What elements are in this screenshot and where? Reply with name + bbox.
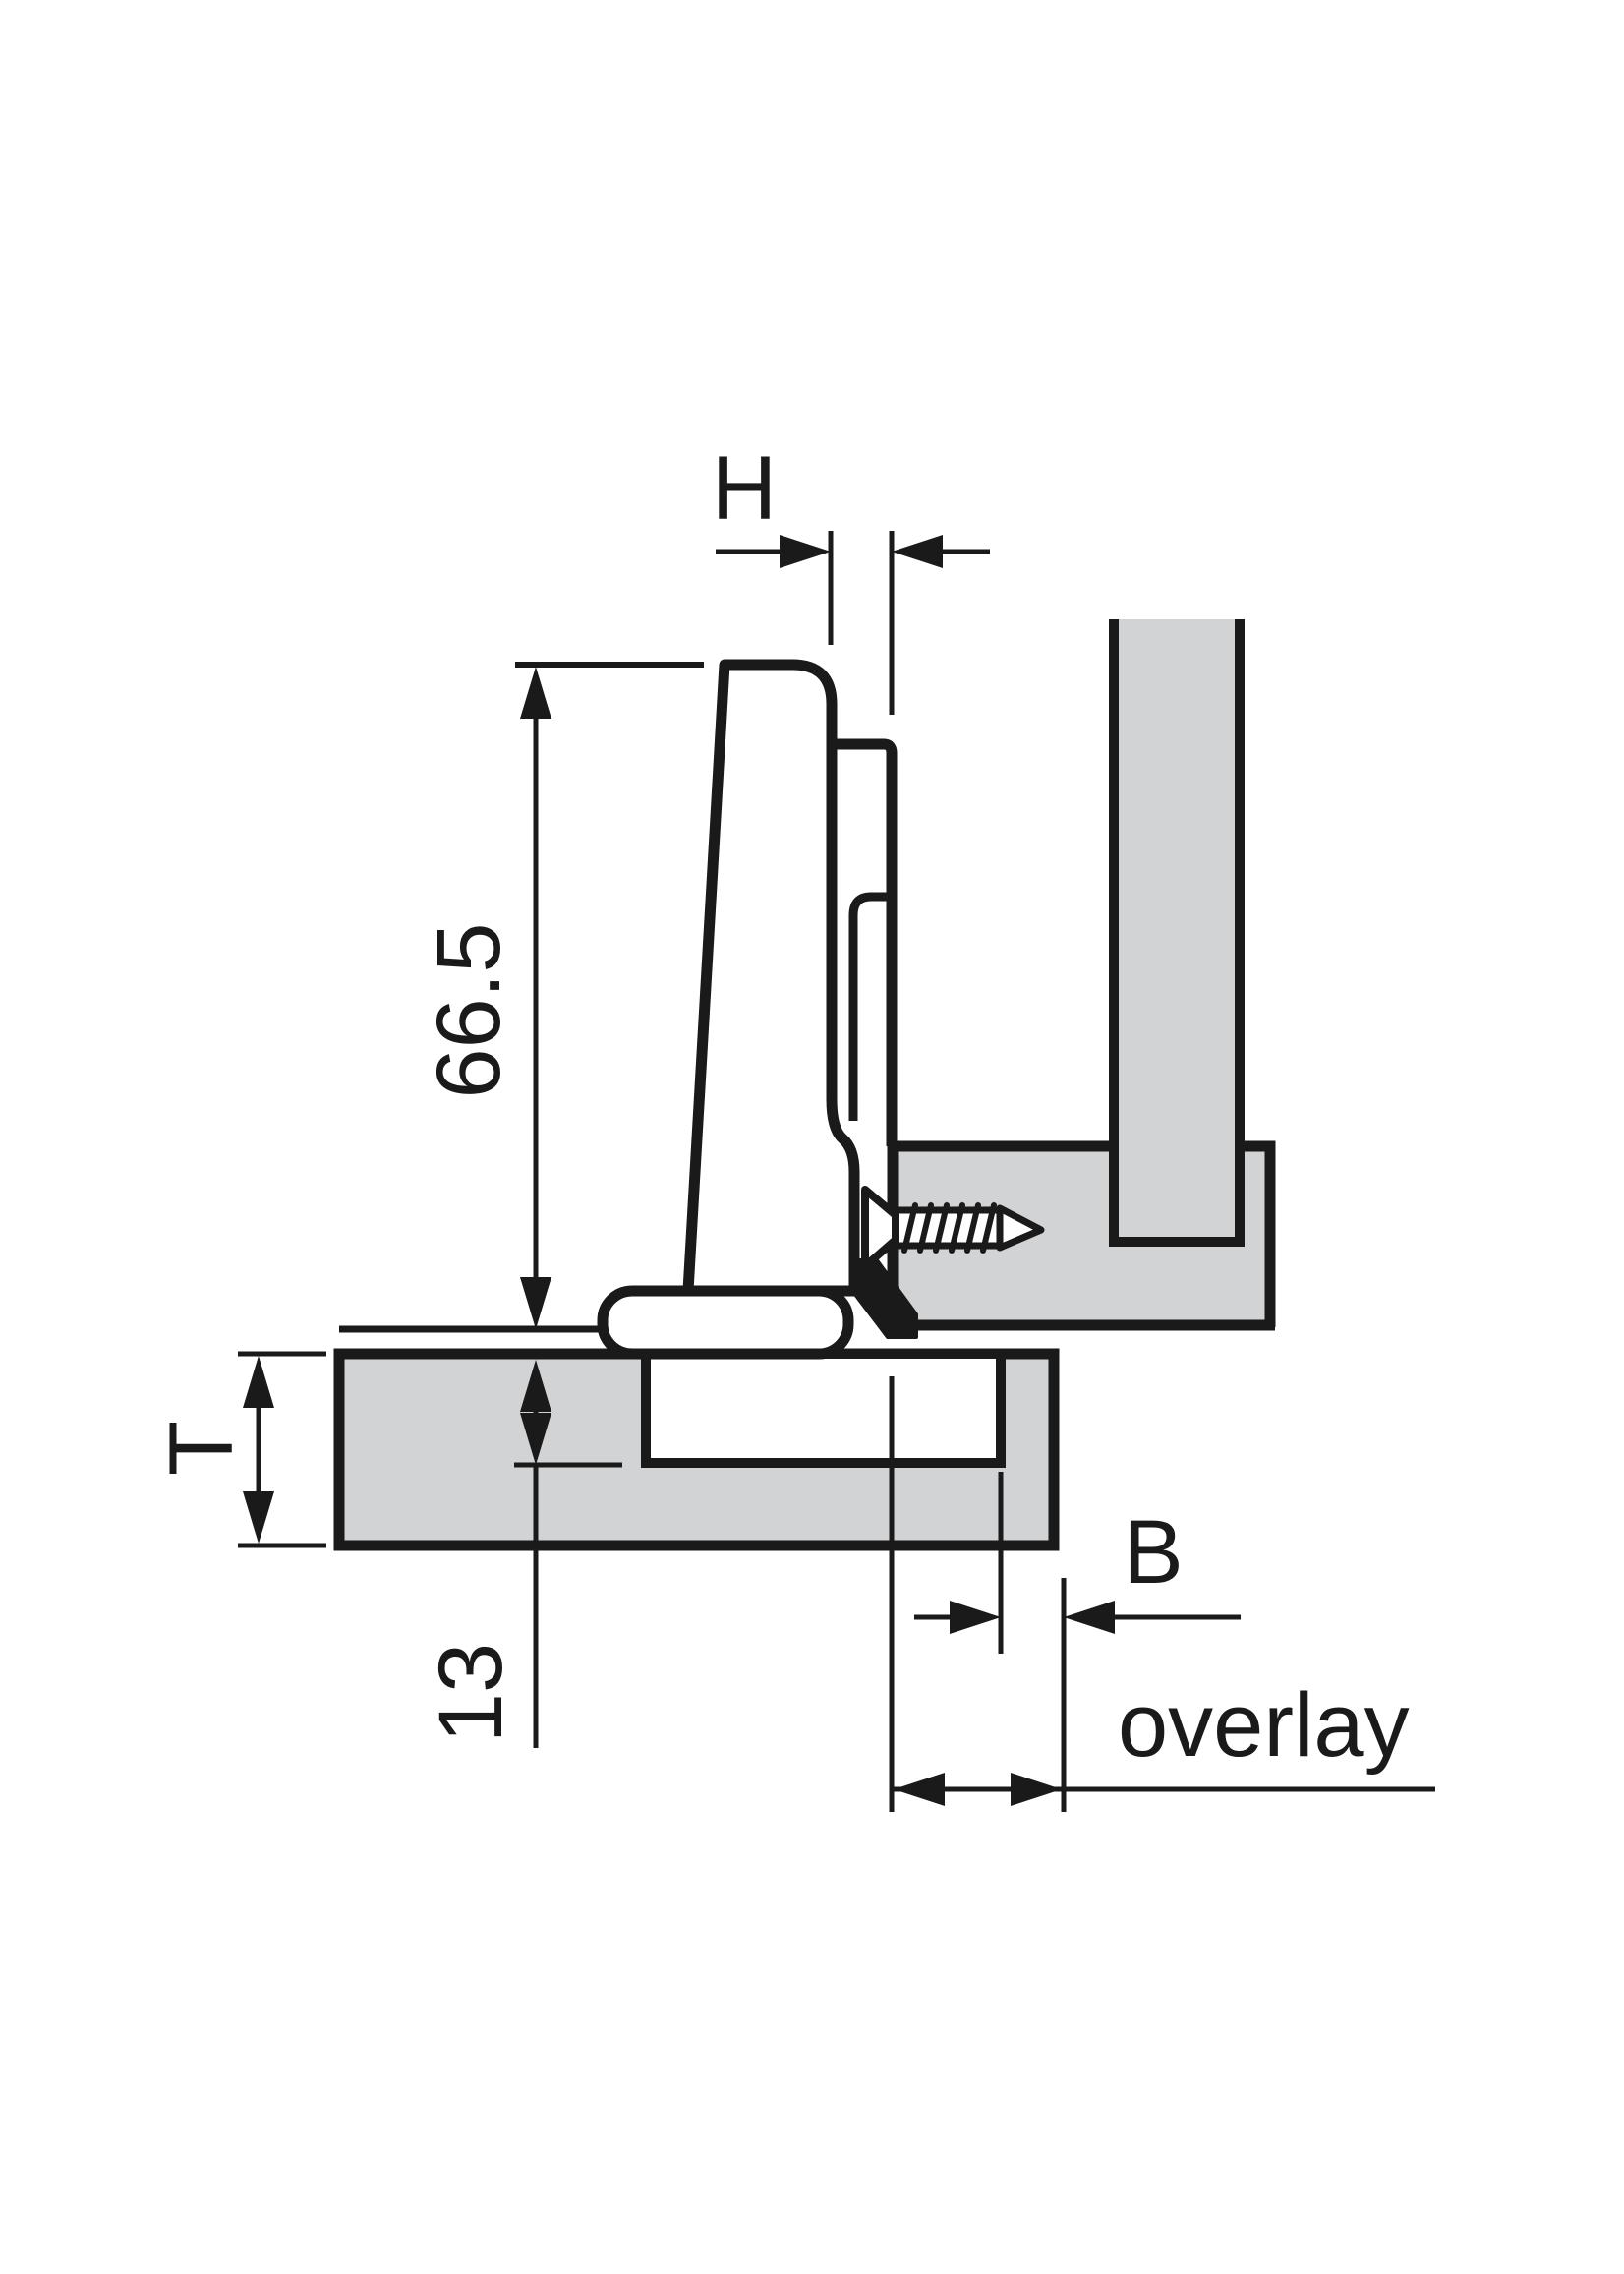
mounting-plate-wing: [832, 738, 898, 1146]
screw-head: [861, 1186, 899, 1270]
cup-distance-label: B: [1123, 1502, 1183, 1603]
arm-height-arrow-up: [520, 667, 551, 719]
b-arrow-right-head: [1064, 1601, 1115, 1634]
hinge-arm: [682, 659, 860, 1297]
h-arrow-left-head: [780, 535, 831, 568]
t-arrow-down: [243, 1491, 274, 1544]
overlay-arrow-left-head: [894, 1773, 945, 1806]
overlay-label: overlay: [1118, 1675, 1410, 1776]
mounting-plate-slot: [848, 892, 888, 1121]
arm-height-label: 66.5: [419, 922, 519, 1098]
screw-tip: [996, 1204, 1045, 1252]
dimension-door-thickness: T: [151, 1351, 326, 1548]
dimension-h: H: [712, 438, 990, 715]
cup-depth-arrow-up: [520, 1360, 551, 1412]
cabinet-side-panel: [1109, 619, 1245, 1247]
dimension-arm-height: 66.5: [419, 662, 704, 1329]
cup-flange: [597, 1285, 854, 1360]
screw: [861, 1186, 1045, 1270]
door-panel: [333, 1348, 1060, 1551]
t-arrow-up: [243, 1356, 274, 1408]
cabinet-side-panel-shape: [1109, 619, 1245, 1247]
dimension-h-label: H: [712, 438, 777, 539]
b-arrow-left-head: [950, 1601, 1001, 1634]
screw-threads: [901, 1202, 997, 1254]
dimension-overlay: overlay: [889, 1376, 1435, 1812]
arm-height-arrow-down: [520, 1277, 551, 1329]
cup-depth-arrow-down: [520, 1413, 551, 1465]
dimension-cup-depth: 13: [421, 1360, 622, 1748]
door-thickness-label: T: [151, 1421, 252, 1476]
h-arrow-right-head: [892, 535, 943, 568]
dimension-cup-distance: B: [914, 1472, 1241, 1812]
mounting-plate: [832, 738, 918, 1339]
cup-depth-label: 13: [421, 1643, 521, 1743]
overlay-arrow-right-head: [1011, 1773, 1062, 1806]
hinge-cup-bore: [641, 1349, 1006, 1468]
